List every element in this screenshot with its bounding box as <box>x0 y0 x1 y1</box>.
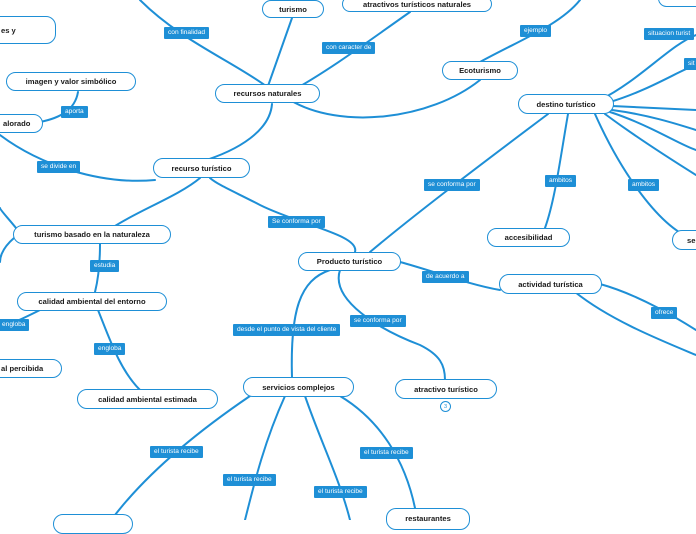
edge-label-engloba-2[interactable]: engloba <box>94 343 126 355</box>
node-percibida[interactable]: al percibida <box>0 359 62 378</box>
node-label: recurso turístico <box>171 163 232 173</box>
node-atractivo-turistico[interactable]: atractivo turístico <box>395 379 497 399</box>
node-recursos-naturales[interactable]: recursos naturales <box>215 84 320 103</box>
node-label: calidad ambiental del entorno <box>38 297 146 306</box>
edge-label-ambitos-1[interactable]: ambitos <box>545 175 577 187</box>
edge-label-ambitos-2[interactable]: ambitos <box>628 179 660 191</box>
edge-label-engloba-1[interactable]: engloba <box>0 319 30 331</box>
edge-label-aporta[interactable]: aporta <box>61 106 88 118</box>
node-servicios-complejos[interactable]: servicios complejos <box>243 377 354 397</box>
edge-label-el-turista-recibe-1[interactable]: el turista recibe <box>150 446 203 458</box>
node-restaurantes[interactable]: restaurantes <box>386 508 470 530</box>
node-label: es y <box>1 25 16 35</box>
node-label: se <box>687 235 696 245</box>
node-label: imagen y valor simbólico <box>25 77 117 86</box>
node-recurso-turistico[interactable]: recurso turístico <box>153 158 250 178</box>
node-label: restaurantes <box>405 514 451 523</box>
node-turismo-naturaleza[interactable]: turismo basado en la naturaleza <box>13 225 171 244</box>
node-label: al percibida <box>1 364 44 373</box>
node-se-right[interactable]: se <box>672 230 696 250</box>
node-accesibilidad[interactable]: accesibilidad <box>487 228 570 247</box>
node-label: turismo basado en la naturaleza <box>34 230 150 239</box>
edge-label-con-finalidad[interactable]: con finalidad <box>164 27 210 39</box>
node-destino-turistico[interactable]: destino turístico <box>518 94 614 114</box>
node-label: calidad ambiental estimada <box>98 394 197 404</box>
node-ecoturismo[interactable]: Ecoturismo <box>442 61 518 80</box>
count-badge[interactable]: 3 <box>440 401 451 412</box>
node-es-y[interactable]: es y <box>0 16 56 44</box>
node-label: atractivo turístico <box>414 384 478 394</box>
edge-label-situacion-turist[interactable]: situacion turist <box>644 28 695 40</box>
node-label: atractivos turísticos naturales <box>362 0 472 9</box>
node-label: accesibilidad <box>504 233 553 242</box>
edge-label-ejemplo[interactable]: ejemplo <box>520 25 552 37</box>
edge-label-estudia[interactable]: estudia <box>90 260 120 272</box>
node-label: alorado <box>3 119 31 128</box>
edge-label-se-conforma-por-left[interactable]: Se conforma por <box>268 216 325 228</box>
node-calidad-estimada[interactable]: calidad ambiental estimada <box>77 389 218 409</box>
node-imagen-valor[interactable]: imagen y valor simbólico <box>6 72 136 91</box>
node-valorado[interactable]: alorado <box>0 114 43 133</box>
node-calidad-entorno[interactable]: calidad ambiental del entorno <box>17 292 167 311</box>
node-label: Producto turístico <box>316 257 383 266</box>
node-label: actividad turística <box>518 279 583 289</box>
node-actividad-turistica[interactable]: actividad turística <box>499 274 602 294</box>
node-label: recursos naturales <box>233 89 302 98</box>
edge-label-con-caracter-de[interactable]: con caracter de <box>322 42 376 54</box>
node-label: destino turístico <box>536 99 596 109</box>
node-label: Ecoturismo <box>459 66 501 75</box>
edge-label-el-turista-recibe-4[interactable]: el turista recibe <box>360 447 413 459</box>
edge-label-ofrece[interactable]: ofrece <box>651 307 678 319</box>
edge-label-se-conforma-por-top[interactable]: se conforma por <box>424 179 480 191</box>
node-label: turismo <box>279 4 307 14</box>
edge-label-se-divide-en[interactable]: se divide en <box>37 161 81 173</box>
edge-label-sit[interactable]: sit <box>684 58 696 70</box>
edge-label-el-turista-recibe-2[interactable]: el turista recibe <box>223 474 276 486</box>
node-turismo[interactable]: turismo <box>262 0 324 18</box>
node-top-right[interactable] <box>658 0 696 7</box>
edge-label-desde-punto-vista[interactable]: desde el punto de vista del cliente <box>233 324 341 336</box>
edge-label-se-conforma-por-bottom[interactable]: se conforma por <box>350 315 406 327</box>
edge-label-el-turista-recibe-3[interactable]: el turista recibe <box>314 486 367 498</box>
edge-label-de-acuerdo-a[interactable]: de acuerdo a <box>422 271 469 283</box>
node-bottom-left[interactable] <box>53 514 133 534</box>
node-atractivos-naturales[interactable]: atractivos turísticos naturales <box>342 0 492 12</box>
node-label: servicios complejos <box>262 382 335 392</box>
node-producto-turistico[interactable]: Producto turístico <box>298 252 401 271</box>
